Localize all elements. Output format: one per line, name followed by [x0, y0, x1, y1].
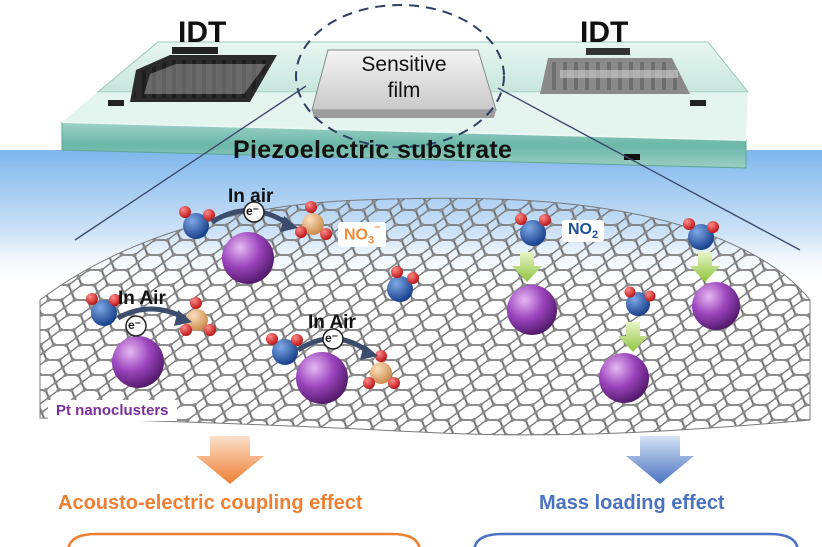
no3-molecules [180, 201, 400, 389]
in-air-label-mid: In Air [308, 312, 356, 333]
in-air-label-left: In Air [118, 288, 166, 309]
substrate-label: Piezoelectric substrate [233, 136, 513, 164]
no2-molecule [387, 266, 419, 302]
sensitive-film [311, 49, 497, 118]
acousto-down-arrow [196, 436, 264, 484]
sensitive-film-label: Sensitive film [352, 52, 456, 104]
pt-nanoclusters-label: Pt nanoclusters [48, 400, 177, 421]
in-air-label-top: In air [228, 186, 274, 207]
zoom-callout-ellipse [295, 4, 505, 148]
no2-molecules [86, 206, 719, 365]
mass-effect-box [472, 532, 800, 547]
no3-molecule [180, 297, 216, 336]
no2-molecule [266, 333, 303, 365]
electron-markers [125, 201, 344, 350]
no3-label: NO3⁻ [338, 222, 387, 247]
adsorption-arrows [512, 252, 720, 352]
no2-label: NO2 [562, 220, 605, 243]
no2-molecule [515, 213, 551, 246]
no3-molecule [363, 350, 400, 389]
electron-marker [243, 201, 265, 223]
electron-label: e⁻ [246, 204, 260, 218]
pt-cluster [112, 336, 164, 388]
electron-label: e⁻ [128, 318, 142, 332]
electron-marker [322, 328, 344, 350]
zoom-line-left [74, 85, 307, 241]
no2-molecule [624, 286, 656, 316]
acousto-effect-box [66, 532, 422, 547]
pt-cluster [507, 285, 557, 335]
idt-right-label: IDT [580, 16, 629, 49]
no2-molecule [179, 206, 215, 239]
no3-molecule [295, 201, 332, 240]
pt-cluster [692, 282, 740, 330]
electron-arrow-heads [174, 216, 378, 360]
acousto-electric-effect-label: Acousto-electric coupling effect [58, 492, 363, 514]
idt-right-electrode [540, 48, 706, 106]
pt-cluster [296, 352, 348, 404]
electron-marker [125, 315, 147, 337]
idt-left-electrode [108, 47, 277, 106]
pt-cluster [599, 353, 649, 403]
electron-label: e⁻ [325, 331, 339, 345]
zoom-line-right [497, 87, 801, 251]
sensitive-film-line2: film [387, 79, 421, 102]
no2-molecule [683, 218, 719, 250]
sensitive-film-line1: Sensitive [361, 53, 447, 76]
mass-down-arrow [626, 436, 694, 484]
no2-molecule [86, 293, 121, 326]
pt-cluster [222, 232, 274, 284]
idt-left-label: IDT [178, 16, 227, 49]
mass-loading-effect-label: Mass loading effect [539, 492, 725, 514]
pt-nanoclusters [112, 232, 740, 404]
